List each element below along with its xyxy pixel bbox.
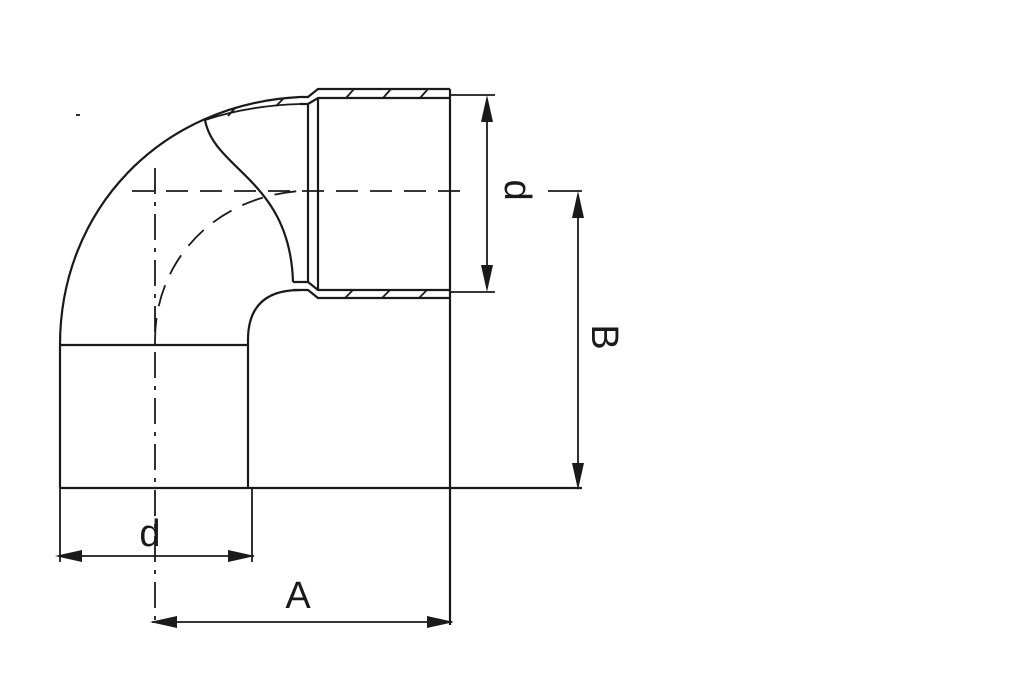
dimension-a bbox=[150, 616, 454, 628]
socket-end bbox=[227, 87, 452, 625]
dimension-b bbox=[572, 191, 584, 490]
dimension-d-right bbox=[481, 95, 493, 292]
label-d-bottom: d bbox=[139, 513, 160, 555]
dimension-d-bottom bbox=[55, 550, 255, 562]
label-b: B bbox=[583, 324, 625, 349]
label-a: A bbox=[285, 575, 311, 617]
centerlines bbox=[132, 94, 582, 622]
elbow-body bbox=[58, 95, 301, 488]
label-d-right: d bbox=[496, 179, 538, 200]
